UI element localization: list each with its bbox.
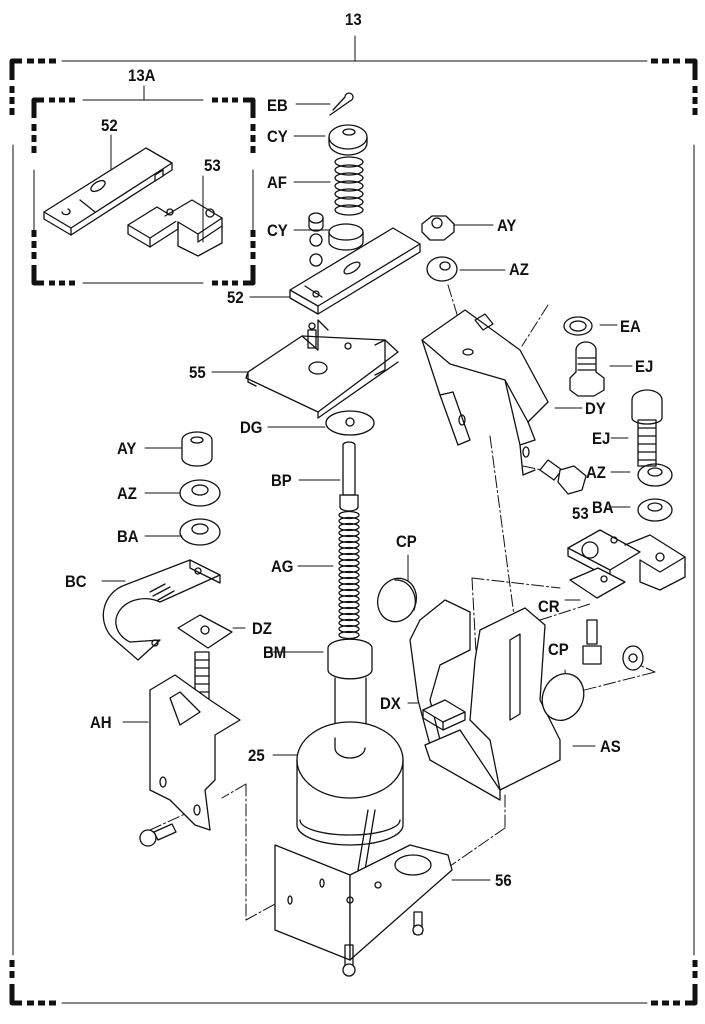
spring-coil: [338, 546, 360, 556]
callout-ej-2: EJ: [592, 429, 611, 448]
part-53-subassembly: [110, 134, 223, 257]
callout-ay-2: AY: [117, 439, 137, 458]
part-bc-strap: [102, 559, 221, 661]
callout-dg: DG: [240, 418, 263, 437]
part-56-base: [274, 844, 453, 961]
callout-ay: AY: [497, 216, 517, 235]
part-ej-bolt: [631, 389, 663, 467]
subassembly-label-13a: 13A: [128, 66, 156, 85]
part-ea-washer: [563, 316, 593, 336]
callout-cy-2: CY: [267, 221, 288, 240]
spring-coil: [338, 570, 360, 580]
callout-bc: BC: [65, 572, 87, 591]
sub-callout-52: 52: [101, 116, 118, 135]
part-as-housing: [409, 599, 561, 801]
part-dz-clipnut: [177, 614, 233, 649]
spring-coil: [338, 630, 360, 640]
callout-eb: EB: [267, 96, 288, 115]
part-hex-nut-small: [622, 645, 644, 671]
spring-coil: [338, 552, 360, 562]
part-ba-washer-left: [179, 518, 221, 546]
sub-callout-53: 53: [204, 156, 221, 175]
callout-56: 56: [495, 871, 512, 890]
part-screw-ah: [139, 823, 177, 847]
part-bm-plunger: [327, 638, 373, 739]
callout-ah: AH: [90, 713, 112, 732]
part-ay-nut: [421, 215, 455, 241]
callout-bp: BP: [271, 471, 292, 490]
part-dy-bracket: [421, 309, 549, 476]
callout-dz: DZ: [252, 619, 272, 638]
assembly-frame-13: [9, 35, 698, 1006]
part-53-bracket: [567, 529, 686, 599]
subassembly-frame-13a: [31, 85, 256, 286]
part-cy-cap: [328, 124, 368, 156]
assembly-label-13: 13: [345, 10, 362, 29]
spring-coil: [338, 606, 360, 616]
part-az-washer-left: [179, 479, 221, 507]
part-az-washer-right: [637, 463, 673, 487]
callout-cr: CR: [538, 597, 560, 616]
part-dx-insulator: [422, 699, 466, 731]
callout-cp-2: CP: [548, 640, 569, 659]
part-screw-upright: [582, 619, 602, 665]
spring-coil: [338, 534, 360, 544]
callout-af: AF: [267, 173, 287, 192]
part-bp-pin: [339, 441, 359, 512]
callout-ba: BA: [117, 527, 139, 546]
callout-az-3: AZ: [586, 463, 606, 482]
part-cp-cap-lower: [541, 673, 585, 721]
callout-cp: CP: [396, 532, 417, 551]
spring-coil: [338, 558, 360, 568]
part-52-plate: [289, 227, 421, 315]
callout-25: 25: [248, 746, 265, 765]
callout-ba-2: BA: [592, 498, 614, 517]
part-ag-spring: [338, 510, 360, 640]
spring-coil: [338, 516, 360, 526]
spring-coil: [338, 618, 360, 628]
spring-coil: [338, 594, 360, 604]
callout-as: AS: [600, 737, 621, 756]
callout-ag: AG: [271, 557, 294, 576]
spring-coil: [338, 600, 360, 610]
spring-coil: [338, 510, 360, 520]
part-dg-washer: [325, 410, 375, 436]
spring-coil: [338, 612, 360, 622]
part-screw-dy: [539, 459, 587, 495]
part-ay-nut-left: [181, 431, 213, 467]
callout-55: 55: [189, 363, 206, 382]
part-ba-washer-right: [637, 498, 673, 522]
part-ej-screw: [569, 341, 605, 397]
part-55-bracket: [245, 319, 399, 419]
spring-coil: [338, 588, 360, 598]
part-screw-bottom: [342, 911, 424, 977]
spring-coil: [338, 564, 360, 574]
part-eb-cotter-pin: [329, 92, 354, 116]
callout-dy: DY: [585, 399, 606, 418]
callout-ej: EJ: [635, 357, 654, 376]
part-ah-bracket: [149, 674, 241, 831]
spring-coil: [338, 528, 360, 538]
spring-coil: [338, 540, 360, 550]
part-az-washer: [426, 256, 458, 282]
callout-az-2: AZ: [117, 484, 137, 503]
spring-coil: [338, 582, 360, 592]
spring-coil: [338, 624, 360, 634]
callout-53: 53: [572, 504, 589, 523]
callout-bm: BM: [263, 643, 287, 662]
spring-coil: [338, 576, 360, 586]
part-cp-cap-upper: [376, 577, 418, 623]
callout-dx: DX: [380, 694, 401, 713]
callout-ea: EA: [620, 317, 641, 336]
callout-52: 52: [227, 288, 244, 307]
part-af-spring: [334, 156, 364, 216]
callout-cy: CY: [267, 127, 288, 146]
spring-coil: [338, 522, 360, 532]
callout-az: AZ: [509, 260, 529, 279]
part-25-coil: [296, 721, 404, 871]
part-52-subassembly: [43, 147, 173, 236]
part-cy-bushing: [308, 212, 364, 267]
